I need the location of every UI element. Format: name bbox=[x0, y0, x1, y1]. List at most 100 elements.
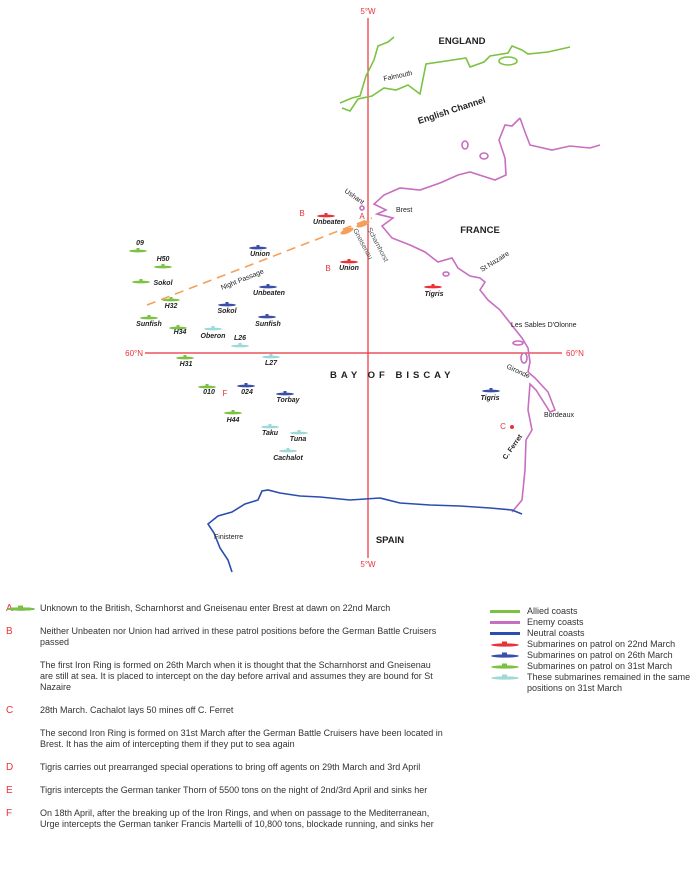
meridian-label-top: 5°W bbox=[360, 7, 376, 16]
submarine-icon bbox=[491, 674, 519, 680]
legend-label: Submarines on patrol on 31st March bbox=[527, 661, 673, 671]
submarine-label: Taku bbox=[262, 430, 279, 437]
submarine-label: Unbeaten bbox=[253, 290, 285, 297]
note-key: B bbox=[6, 626, 13, 637]
submarine-icon bbox=[204, 327, 222, 331]
legend-submarine-swatch bbox=[490, 672, 520, 683]
submarine-label: 010 bbox=[203, 389, 215, 396]
brest-label: Brest bbox=[396, 207, 412, 214]
note-text: The first Iron Ring is formed on 26th Ma… bbox=[40, 660, 433, 692]
conning-tower-icon bbox=[431, 284, 435, 286]
submarine-icon bbox=[224, 411, 242, 415]
note-item: The second Iron Ring is formed on 31st M… bbox=[6, 605, 446, 750]
conning-tower-icon bbox=[268, 424, 272, 426]
submarine-green-marker: Sokol bbox=[132, 279, 174, 287]
submarine-green-marker: 010 bbox=[198, 384, 216, 396]
submarine-cyan-marker: L26 bbox=[231, 335, 249, 348]
conning-tower-icon bbox=[183, 355, 187, 357]
submarine-icon bbox=[259, 285, 277, 289]
submarine-label: H32 bbox=[165, 303, 178, 310]
submarine-icon bbox=[198, 385, 216, 389]
submarine-icon bbox=[261, 425, 279, 429]
submarine-icon bbox=[231, 344, 249, 348]
submarine-label: Torbay bbox=[276, 397, 300, 404]
submarine-label: 09 bbox=[136, 240, 144, 247]
submarine-green-marker: 09 bbox=[129, 240, 147, 253]
finisterre-label: Finisterre bbox=[214, 534, 243, 541]
submarine-cyan-marker: Cachalot bbox=[273, 448, 303, 462]
submarine-red-marker: Tigris bbox=[424, 284, 444, 298]
marker-a: A bbox=[359, 212, 365, 221]
submarine-label: Tuna bbox=[290, 436, 307, 443]
submarine-green-marker: H50 bbox=[154, 256, 172, 269]
submarine-green-marker: H34 bbox=[169, 325, 187, 336]
legend-submarine-swatch bbox=[490, 650, 520, 661]
conning-tower-icon bbox=[147, 315, 151, 317]
conning-tower-icon bbox=[297, 430, 301, 432]
submarine-blue-marker: 024 bbox=[237, 383, 255, 396]
submarine-cyan-marker: Taku bbox=[261, 424, 279, 437]
submarine-label: Tigris bbox=[481, 395, 500, 402]
submarine-label: 024 bbox=[241, 389, 253, 396]
note-item: AUnknown to the British, Scharnhorst and… bbox=[6, 603, 446, 614]
marker-c: C bbox=[500, 422, 506, 431]
conning-tower-icon bbox=[244, 383, 248, 385]
submarine-label: Tigris bbox=[425, 291, 444, 298]
conning-tower-icon bbox=[266, 284, 270, 286]
submarine-icon bbox=[154, 265, 172, 269]
submarine-green-marker: Sunfish bbox=[136, 315, 162, 328]
spain-coast bbox=[206, 489, 523, 573]
note-item: The first Iron Ring is formed on 26th Ma… bbox=[6, 605, 446, 693]
submarine-label: H34 bbox=[174, 329, 187, 336]
england-label: ENGLAND bbox=[439, 36, 486, 47]
legend-label: Neutral coasts bbox=[527, 628, 585, 638]
ushant-label: Ushant bbox=[343, 188, 365, 206]
gironde-label: Gironde bbox=[505, 363, 531, 380]
note-text: Unknown to the British, Scharnhorst and … bbox=[40, 603, 391, 613]
submarine-cyan-marker: Tuna bbox=[290, 430, 308, 443]
night-passage-label: Night Passage bbox=[220, 268, 265, 292]
submarine-icon bbox=[162, 298, 180, 302]
submarine-label: H44 bbox=[227, 417, 240, 424]
submarine-positions: UnbeatenUnionTigrisUnionUnbeatenSokolSun… bbox=[129, 213, 500, 462]
submarine-label: Sokol bbox=[153, 280, 173, 287]
legend-item: Enemy coasts bbox=[490, 617, 697, 628]
conning-tower-icon bbox=[286, 448, 290, 450]
submarine-label: Sunfish bbox=[136, 321, 162, 328]
legend-item: Submarines on patrol on 22nd March bbox=[490, 639, 697, 650]
submarine-icon bbox=[237, 384, 255, 388]
legend-label: Submarines on patrol on 26th March bbox=[527, 650, 673, 660]
conning-tower-icon bbox=[225, 302, 229, 304]
submarine-icon bbox=[7, 605, 35, 611]
scharnhorst-ship-icon bbox=[356, 220, 370, 228]
conning-tower-icon bbox=[265, 314, 269, 316]
bay-of-biscay-label: BAY OF BISCAY bbox=[330, 370, 455, 381]
meridian-label-bottom: 5°W bbox=[360, 560, 376, 569]
conning-tower-icon bbox=[269, 354, 273, 356]
submarine-green-marker: H32 bbox=[162, 297, 180, 310]
legend-label: Enemy coasts bbox=[527, 617, 584, 627]
submarine-icon bbox=[218, 303, 236, 307]
submarine-cyan-marker: Oberon bbox=[201, 326, 225, 340]
conning-tower-icon bbox=[139, 279, 143, 281]
conning-tower-icon bbox=[324, 213, 328, 215]
legend-line-swatch bbox=[490, 617, 520, 628]
c-ferret-label: C. Ferret bbox=[502, 433, 525, 461]
conning-tower-icon bbox=[489, 388, 493, 390]
england-coast bbox=[339, 36, 571, 112]
legend-item: Submarines on patrol on 31st March bbox=[490, 661, 697, 672]
note-key: D bbox=[6, 762, 14, 773]
submarine-blue-marker: Torbay bbox=[276, 391, 301, 404]
france-coast bbox=[359, 117, 601, 513]
submarine-label: Cachalot bbox=[273, 455, 303, 462]
legend-submarine-swatch bbox=[490, 639, 520, 650]
conning-tower-icon bbox=[205, 384, 209, 386]
bordeaux-label: Bordeaux bbox=[544, 412, 574, 419]
submarine-red-marker: Union bbox=[339, 259, 359, 272]
conning-tower-icon bbox=[238, 343, 242, 345]
conning-tower-icon bbox=[176, 325, 180, 327]
note-submarine-icon bbox=[6, 605, 40, 693]
